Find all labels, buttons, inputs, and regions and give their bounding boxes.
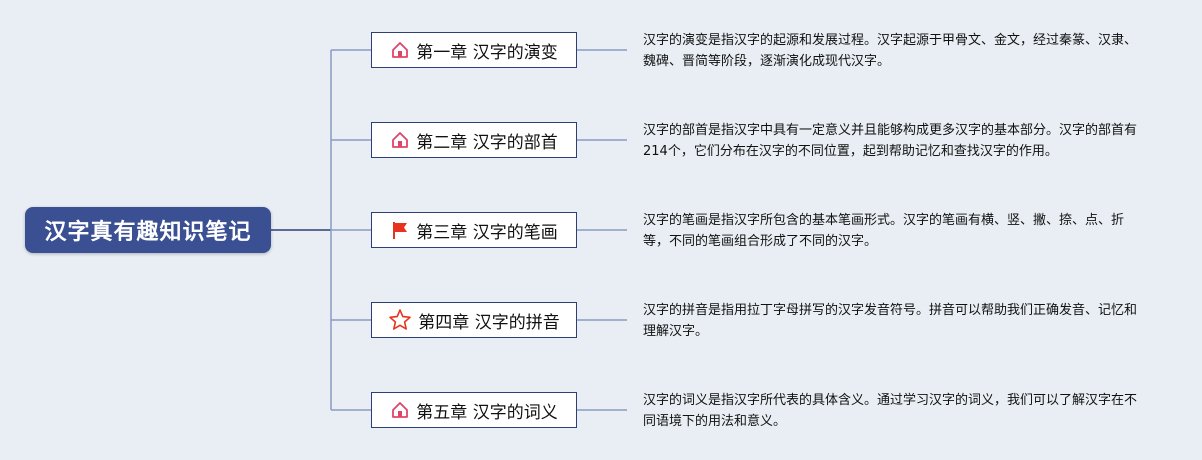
chapter-description-3: 汉字的笔画是指汉字所包含的基本笔画形式。汉字的笔画有横、竖、撇、捺、点、折等，不… xyxy=(643,213,1125,249)
root-topic[interactable]: 汉字真有趣知识笔记 xyxy=(25,207,271,253)
chapter-description-1: 汉字的演变是指汉字的起源和发展过程。汉字起源于甲骨文、金文，经过秦篆、汉隶、魏碑… xyxy=(643,33,1138,69)
chapter-title: 第一章 汉字的演变 xyxy=(416,42,558,63)
chapter-node-3[interactable]: 第三章 汉字的笔画 xyxy=(371,212,577,248)
chapter-node-5[interactable]: 第五章 汉字的词义 xyxy=(371,392,577,428)
home-icon xyxy=(390,400,410,420)
flag-icon xyxy=(390,220,410,240)
chapter-description-5: 汉字的词义是指汉字所代表的具体含义。通过学习汉字的词义，我们可以了解汉字在不同语… xyxy=(643,393,1138,429)
chapter-title: 第四章 汉字的拼音 xyxy=(418,312,560,333)
chapter-node-4[interactable]: 第四章 汉字的拼音 xyxy=(371,302,577,338)
chapter-node-1[interactable]: 第一章 汉字的演变 xyxy=(371,32,577,68)
chapter-title: 第五章 汉字的词义 xyxy=(416,402,558,423)
chapter-description-4: 汉字的拼音是指用拉丁字母拼写的汉字发音符号。拼音可以帮助我们正确发音、记忆和理解… xyxy=(643,303,1138,339)
root-title: 汉字真有趣知识笔记 xyxy=(44,220,252,245)
chapter-title: 第二章 汉字的部首 xyxy=(416,132,558,153)
home-icon xyxy=(390,40,410,60)
chapter-description-2: 汉字的部首是指汉字中具有一定意义并且能够构成更多汉字的基本部分。汉字的部首有21… xyxy=(643,123,1138,159)
star-icon xyxy=(388,308,412,332)
chapter-title: 第三章 汉字的笔画 xyxy=(416,222,558,243)
chapter-node-2[interactable]: 第二章 汉字的部首 xyxy=(371,122,577,158)
home-icon xyxy=(390,130,410,150)
